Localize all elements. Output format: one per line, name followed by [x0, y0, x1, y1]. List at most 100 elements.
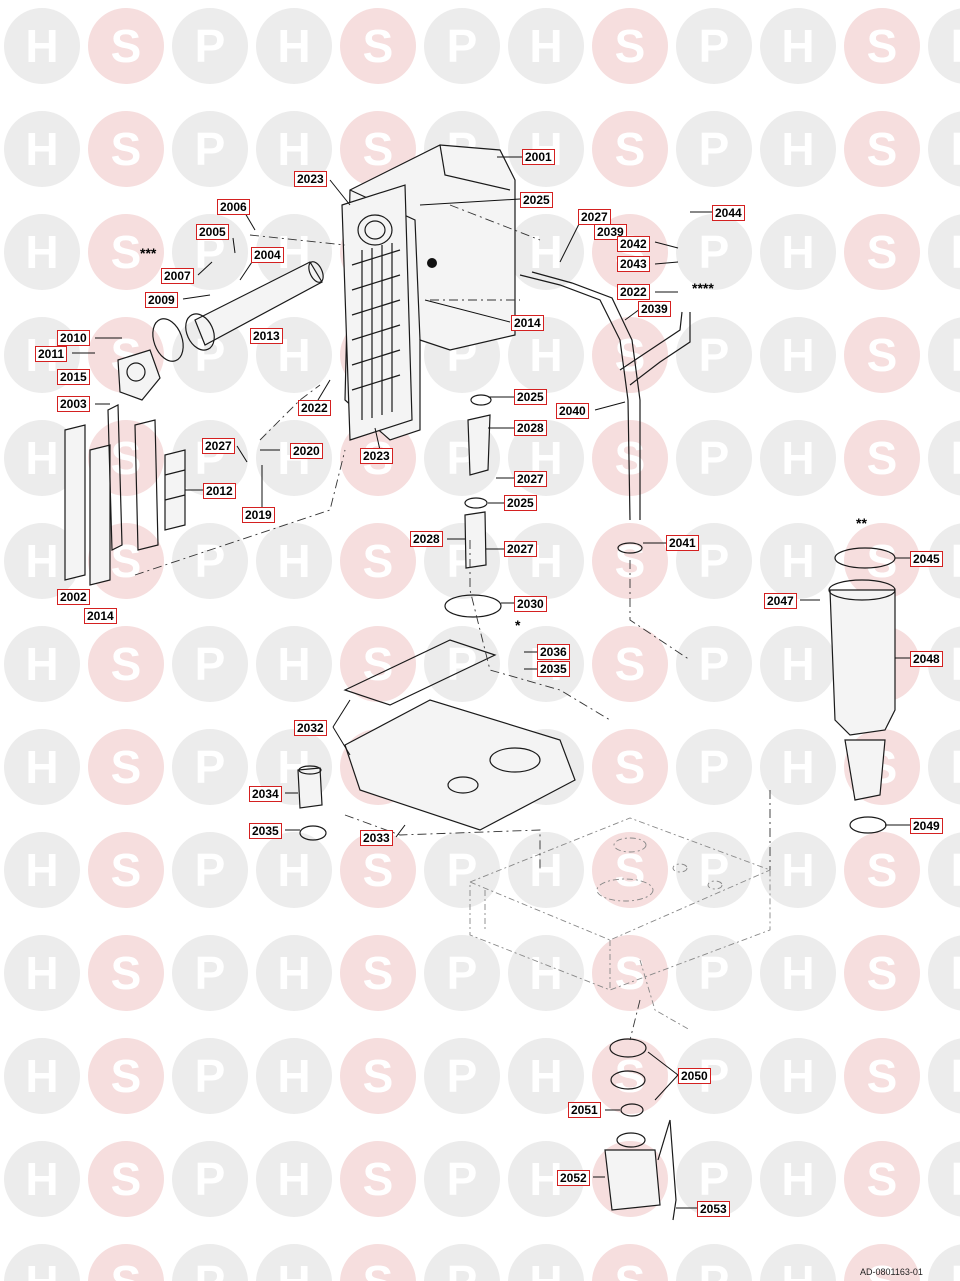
callout-2022[interactable]: 2022 — [617, 284, 650, 300]
watermark-letter: H — [277, 535, 310, 587]
callout-2023[interactable]: 2023 — [294, 171, 327, 187]
watermark-circle — [592, 8, 668, 84]
watermark-circle — [4, 1038, 80, 1114]
callout-2030[interactable]: 2030 — [514, 596, 547, 612]
callout-2025[interactable]: 2025 — [514, 389, 547, 405]
watermark-circle — [88, 935, 164, 1011]
callout-2003[interactable]: 2003 — [57, 396, 90, 412]
callout-2025[interactable]: 2025 — [504, 495, 537, 511]
flue-adaptor — [828, 547, 896, 834]
watermark-circle — [844, 1244, 920, 1281]
callout-2041[interactable]: 2041 — [666, 535, 699, 551]
watermark-circle — [928, 935, 960, 1011]
watermark-circle — [340, 523, 416, 599]
callout-2043[interactable]: 2043 — [617, 256, 650, 272]
callout-2004[interactable]: 2004 — [251, 247, 284, 263]
watermark-letter: H — [25, 20, 58, 72]
callout-2050[interactable]: 2050 — [678, 1068, 711, 1084]
watermark-circle — [4, 626, 80, 702]
callout-2027[interactable]: 2027 — [504, 541, 537, 557]
watermark-circle — [172, 729, 248, 805]
watermark-letter: S — [867, 947, 898, 999]
watermark-letter: H — [781, 741, 814, 793]
watermark-circle — [844, 111, 920, 187]
watermark-letter: P — [951, 741, 960, 793]
watermark-letter: H — [25, 123, 58, 175]
callout-2032[interactable]: 2032 — [294, 720, 327, 736]
callout-2028[interactable]: 2028 — [514, 420, 547, 436]
callout-2011[interactable]: 2011 — [35, 346, 68, 362]
callout-2047[interactable]: 2047 — [764, 593, 797, 609]
watermark-letter: S — [363, 535, 394, 587]
watermark-letter: S — [111, 1256, 142, 1281]
callout-2027[interactable]: 2027 — [578, 209, 611, 225]
callout-2042[interactable]: 2042 — [617, 236, 650, 252]
watermark-letter: H — [781, 329, 814, 381]
callout-2012[interactable]: 2012 — [203, 483, 236, 499]
callout-2027[interactable]: 2027 — [202, 438, 235, 454]
callout-2049[interactable]: 2049 — [910, 818, 943, 834]
callout-2015[interactable]: 2015 — [57, 369, 90, 385]
watermark-letter: P — [699, 1153, 730, 1205]
callout-2051[interactable]: 2051 — [568, 1102, 601, 1118]
callout-2053[interactable]: 2053 — [697, 1201, 730, 1217]
watermark-letter: S — [867, 1050, 898, 1102]
callout-2035[interactable]: 2035 — [537, 661, 570, 677]
callout-2013[interactable]: 2013 — [250, 328, 283, 344]
watermark-circle — [676, 626, 752, 702]
watermark-letter: H — [277, 123, 310, 175]
callout-2023[interactable]: 2023 — [360, 448, 393, 464]
callout-2045[interactable]: 2045 — [910, 551, 943, 567]
watermark-circle — [424, 832, 500, 908]
watermark-letter: S — [111, 226, 142, 278]
callout-2033[interactable]: 2033 — [360, 830, 393, 846]
watermark-circle — [172, 832, 248, 908]
watermark-circle — [676, 111, 752, 187]
callout-2039[interactable]: 2039 — [638, 301, 671, 317]
callout-2027[interactable]: 2027 — [514, 471, 547, 487]
callout-2014[interactable]: 2014 — [511, 315, 544, 331]
callout-2028[interactable]: 2028 — [410, 531, 443, 547]
callout-2022[interactable]: 2022 — [298, 400, 331, 416]
callout-2005[interactable]: 2005 — [196, 224, 229, 240]
callout-2048[interactable]: 2048 — [910, 651, 943, 667]
watermark-circle — [592, 729, 668, 805]
callout-2019[interactable]: 2019 — [242, 507, 275, 523]
watermark-circle — [844, 214, 920, 290]
watermark-letter: P — [195, 844, 226, 896]
callout-2002[interactable]: 2002 — [57, 589, 90, 605]
watermark-circle — [424, 8, 500, 84]
callout-2052[interactable]: 2052 — [557, 1170, 590, 1186]
callout-2025[interactable]: 2025 — [520, 192, 553, 208]
callout-2014[interactable]: 2014 — [84, 608, 117, 624]
callout-2006[interactable]: 2006 — [217, 199, 250, 215]
watermark-letter: P — [195, 1050, 226, 1102]
callout-2009[interactable]: 2009 — [145, 292, 178, 308]
watermark-letter: P — [699, 20, 730, 72]
connection-mark-triple: *** — [140, 245, 157, 261]
watermark-circle — [928, 8, 960, 84]
watermark-letter: P — [447, 20, 478, 72]
watermark-circle — [424, 1038, 500, 1114]
callout-2020[interactable]: 2020 — [290, 443, 323, 459]
watermark-letter: S — [615, 638, 646, 690]
callout-2035[interactable]: 2035 — [249, 823, 282, 839]
callout-2044[interactable]: 2044 — [712, 205, 745, 221]
callout-2010[interactable]: 2010 — [57, 330, 90, 346]
callout-2007[interactable]: 2007 — [161, 268, 194, 284]
watermark-letter: P — [951, 1153, 960, 1205]
callout-2040[interactable]: 2040 — [556, 403, 589, 419]
callout-2036[interactable]: 2036 — [537, 644, 570, 660]
watermark-circle — [4, 1244, 80, 1281]
watermark-circle — [172, 8, 248, 84]
watermark-letter: H — [529, 329, 562, 381]
watermark-circle — [172, 626, 248, 702]
watermark-letter: P — [195, 1153, 226, 1205]
callout-2034[interactable]: 2034 — [249, 786, 282, 802]
watermark-circle — [424, 1244, 500, 1281]
heat-exchanger — [341, 144, 516, 441]
callout-2001[interactable]: 2001 — [522, 149, 555, 165]
watermark-circle — [760, 729, 836, 805]
flow-pipe — [519, 271, 691, 554]
watermark-circle — [928, 214, 960, 290]
